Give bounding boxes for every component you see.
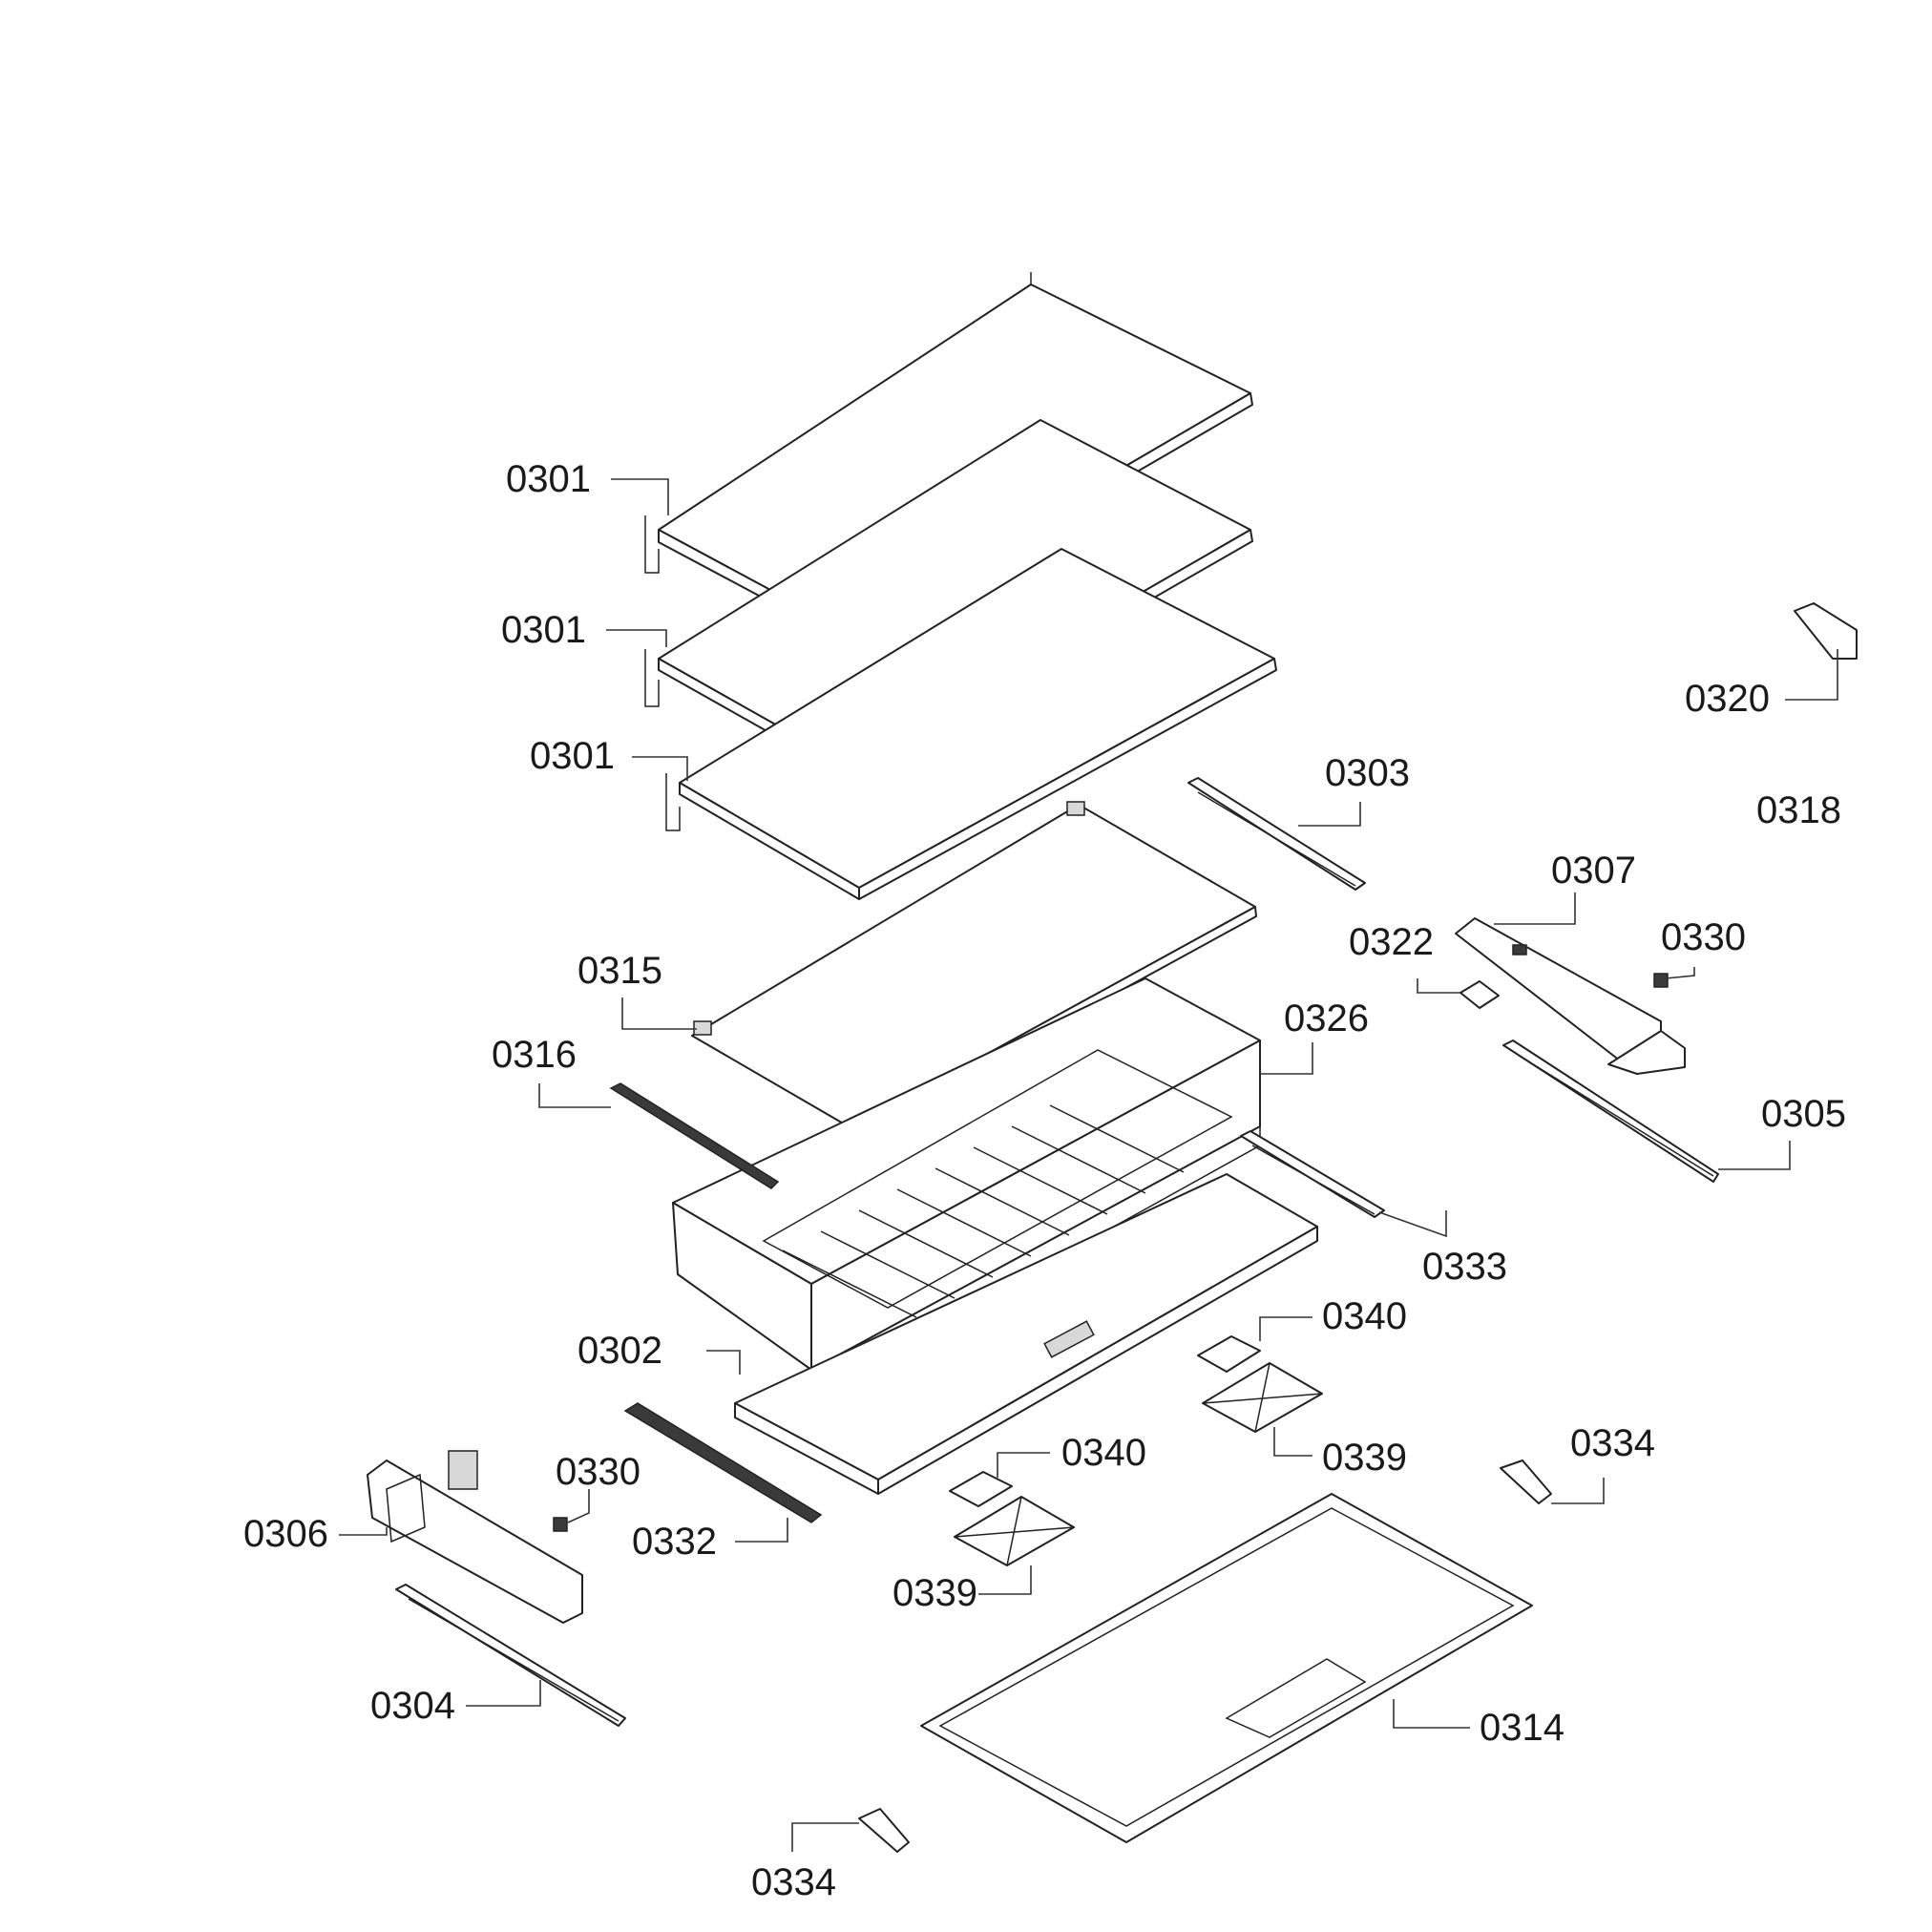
label-0334-left: 0334 xyxy=(751,1861,836,1903)
pad-0322[interactable] xyxy=(1460,980,1500,1009)
label-0326: 0326 xyxy=(1284,998,1369,1040)
label-0332: 0332 xyxy=(632,1521,717,1563)
clip-0330-left[interactable] xyxy=(553,1517,568,1532)
label-0330-right: 0330 xyxy=(1661,916,1746,958)
plate-0340-upper[interactable] xyxy=(1197,1335,1261,1373)
label-0314: 0314 xyxy=(1480,1707,1564,1749)
label-0339-upper: 0339 xyxy=(1322,1437,1407,1479)
label-0301-lower: 0301 xyxy=(530,735,615,777)
label-0334-right: 0334 xyxy=(1570,1422,1655,1464)
label-0302: 0302 xyxy=(578,1330,662,1372)
label-0301-middle: 0301 xyxy=(501,609,586,651)
label-0322: 0322 xyxy=(1349,921,1434,963)
label-0306: 0306 xyxy=(243,1513,328,1555)
label-0316: 0316 xyxy=(492,1034,577,1076)
label-0305: 0305 xyxy=(1761,1093,1846,1135)
part-labels: 0301 0301 0301 0320 0303 0318 0307 0322 … xyxy=(243,458,1846,1903)
plate-0340-lower[interactable] xyxy=(949,1471,1013,1507)
leader-lines xyxy=(339,478,1838,1852)
label-0340-upper: 0340 xyxy=(1322,1295,1407,1337)
rail-0333[interactable] xyxy=(1240,1130,1385,1218)
label-0339-lower: 0339 xyxy=(892,1572,977,1614)
clip-0330-right[interactable] xyxy=(1653,973,1669,988)
label-0340-lower: 0340 xyxy=(1061,1432,1146,1474)
glass-shelf-lower[interactable] xyxy=(665,548,1277,900)
label-0301-top: 0301 xyxy=(506,458,591,500)
label-0318: 0318 xyxy=(1756,789,1841,831)
crisper-drawer[interactable] xyxy=(672,977,1261,1385)
label-0320: 0320 xyxy=(1685,678,1770,720)
plate-0339-lower[interactable] xyxy=(954,1496,1075,1566)
drawer-ribs xyxy=(782,1104,1185,1318)
label-0330-left: 0330 xyxy=(556,1451,640,1493)
foot-0334-right[interactable] xyxy=(1500,1460,1552,1504)
slide-rail-0305[interactable] xyxy=(1502,1040,1719,1183)
rail-0316[interactable] xyxy=(609,1082,780,1189)
label-0315: 0315 xyxy=(578,950,662,992)
slide-rail-0304[interactable] xyxy=(395,1584,626,1727)
rail-0303[interactable] xyxy=(1187,777,1366,891)
label-0303: 0303 xyxy=(1325,752,1410,794)
label-0304: 0304 xyxy=(370,1685,455,1727)
plate-0339-upper[interactable] xyxy=(1202,1362,1323,1433)
foot-0334-left[interactable] xyxy=(858,1808,910,1853)
bracket-0306[interactable] xyxy=(367,1450,583,1624)
bottom-panel-0314[interactable] xyxy=(920,1493,1533,1843)
bracket-0307[interactable] xyxy=(1455,917,1686,1075)
label-0307: 0307 xyxy=(1551,850,1636,892)
label-0333: 0333 xyxy=(1422,1246,1507,1288)
rail-0332[interactable] xyxy=(623,1402,823,1523)
part-0320[interactable] xyxy=(1794,602,1858,660)
drawer-front-base[interactable] xyxy=(734,1173,1318,1495)
